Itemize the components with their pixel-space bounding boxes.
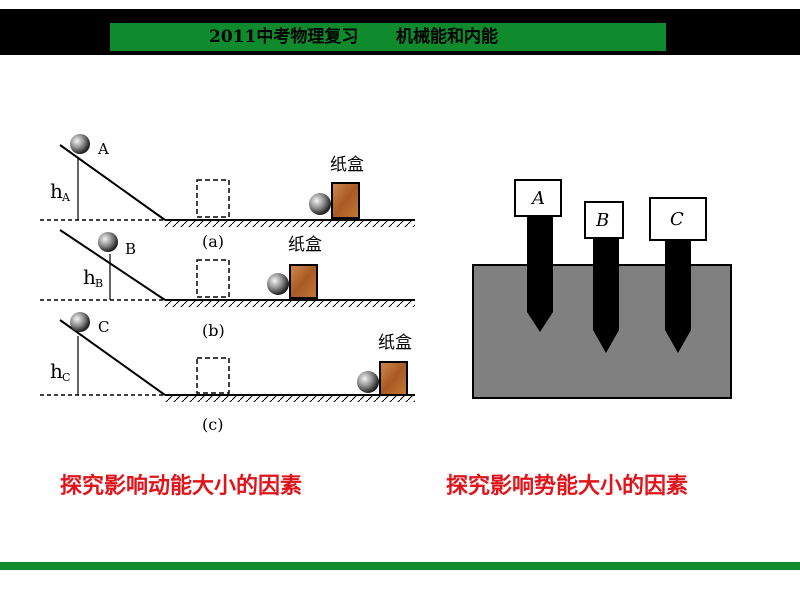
title-course: 2011中考物理复习 bbox=[209, 27, 359, 47]
case-label-a: (a) bbox=[202, 232, 224, 251]
ball-label-c: C bbox=[98, 318, 109, 336]
stake-a: A bbox=[514, 179, 562, 332]
potential-energy-figure: A B C bbox=[472, 179, 732, 399]
paper-box-c bbox=[379, 361, 408, 396]
footer-rule bbox=[0, 562, 800, 570]
kinetic-energy-figure: A h A (a) 纸盒 B h B (b) 纸盒 C h C ( bbox=[40, 134, 415, 434]
paper-box-b bbox=[289, 264, 318, 299]
ball-label-b: B bbox=[125, 240, 136, 258]
height-label-a-sub: A bbox=[61, 191, 71, 204]
ball-c bbox=[70, 312, 90, 332]
stake-c: C bbox=[649, 197, 707, 353]
stake-label-c: C bbox=[670, 209, 684, 230]
caption-potential-energy: 探究影响势能大小的因素 bbox=[446, 474, 689, 499]
start-marker-b bbox=[196, 259, 230, 298]
ball-label-a: A bbox=[97, 140, 109, 158]
paper-box-a bbox=[331, 182, 360, 219]
start-marker-c bbox=[196, 357, 230, 394]
box-label-b: 纸盒 bbox=[288, 235, 322, 255]
height-label-a-main: h bbox=[50, 179, 63, 203]
box-label-c: 纸盒 bbox=[378, 333, 412, 353]
case-label-b: (b) bbox=[202, 321, 225, 340]
stake-label-b: B bbox=[595, 210, 609, 231]
caption-kinetic-energy: 探究影响动能大小的因素 bbox=[60, 474, 303, 499]
title-topic: 机械能和内能 bbox=[396, 27, 498, 47]
height-label-b-sub: B bbox=[95, 277, 103, 290]
experiment-row-c: C h C (c) 纸盒 bbox=[40, 312, 415, 434]
experiment-row-a: A h A (a) 纸盒 bbox=[40, 134, 415, 251]
start-marker-a bbox=[196, 179, 230, 218]
stake-b: B bbox=[584, 201, 624, 353]
height-label-c-sub: C bbox=[62, 371, 70, 384]
box-label-a: 纸盒 bbox=[330, 155, 364, 175]
title-strip: 2011中考物理复习 机械能和内能 bbox=[110, 23, 666, 51]
height-label-c-main: h bbox=[50, 359, 63, 383]
ball-a bbox=[70, 134, 90, 154]
height-label-b-main: h bbox=[83, 265, 96, 289]
experiment-row-b: B h B (b) 纸盒 bbox=[40, 229, 415, 340]
ball-b bbox=[98, 232, 118, 252]
stake-label-a: A bbox=[530, 188, 545, 209]
ball-a-collision bbox=[309, 193, 331, 215]
ball-c-collision bbox=[357, 371, 379, 393]
case-label-c: (c) bbox=[202, 415, 223, 434]
ball-b-collision bbox=[267, 273, 289, 295]
